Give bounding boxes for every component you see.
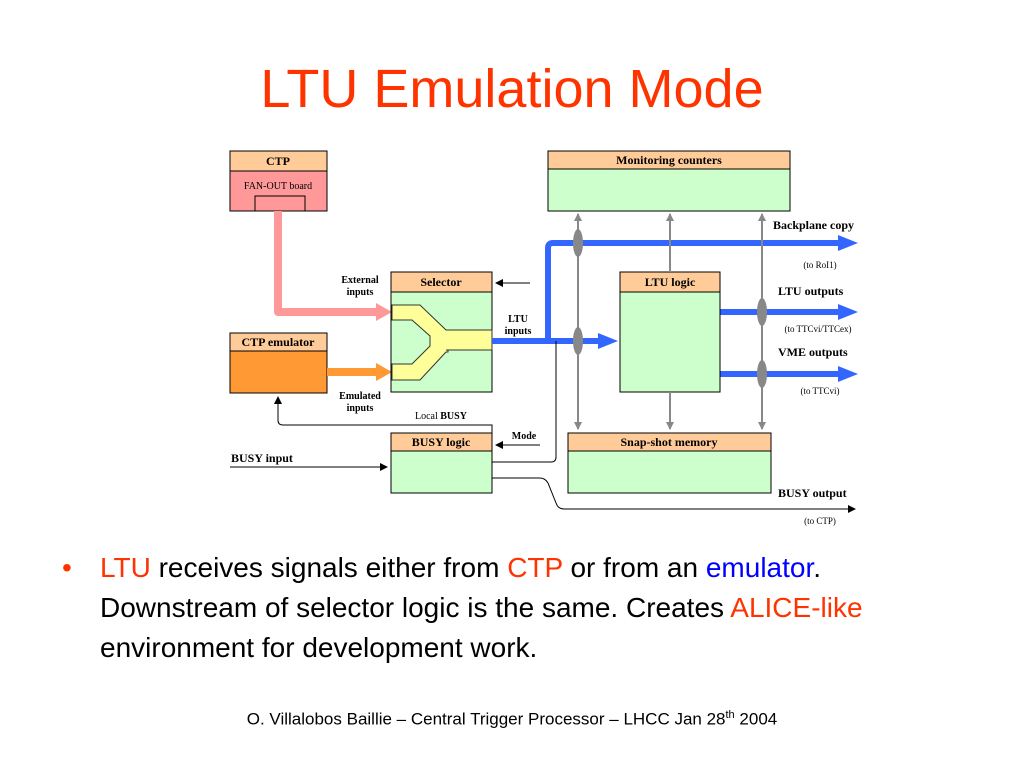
ltu-outputs-label: LTU outputs xyxy=(778,284,844,298)
ltu-inputs-label-1: LTU xyxy=(508,314,528,325)
to-ttcvi-label: (to TTCvi) xyxy=(800,386,839,396)
to-ttcvi-ttcex-label: (to TTCvi/TTCex) xyxy=(784,324,851,334)
vme-outputs-label: VME outputs xyxy=(778,345,848,359)
busy-output-line xyxy=(492,477,856,513)
selector-box: Selector xyxy=(390,271,493,393)
monitoring-counters-label: Monitoring counters xyxy=(616,153,722,167)
backplane-bus xyxy=(545,240,840,341)
to-ctp-label: (to CTP) xyxy=(804,516,836,526)
ltu-inputs-label-2: inputs xyxy=(505,326,532,337)
bullet-text: LTU receives signals either from CTP or … xyxy=(100,552,863,663)
busy-input-label: BUSY input xyxy=(231,451,293,465)
mode-label: Mode xyxy=(512,431,537,442)
footer: O. Villalobos Baillie – Central Trigger … xyxy=(246,709,778,729)
bullet-dot: • xyxy=(62,552,72,583)
ltu-logic-label: LTU logic xyxy=(645,275,696,289)
monitoring-counters-box: Monitoring counters xyxy=(547,150,791,212)
ltu-block-diagram: CTP FAN-OUT board CTP emulator External … xyxy=(229,150,858,526)
ctp-emulator-box: CTP emulator xyxy=(229,332,328,394)
fanout-label: FAN-OUT board xyxy=(244,181,312,192)
grey-taps xyxy=(573,213,767,430)
snapshot-memory-label: Snap-shot memory xyxy=(620,435,717,449)
local-busy-line xyxy=(492,341,557,463)
busy-output-label: BUSY output xyxy=(778,486,847,500)
busy-logic-label: BUSY logic xyxy=(412,435,471,449)
ctp-emulator-label: CTP emulator xyxy=(242,335,316,349)
ctp-to-selector-line xyxy=(274,211,376,316)
ctp-label: CTP xyxy=(266,154,290,168)
busy-logic-box: BUSY logic xyxy=(390,432,493,494)
selector-label: Selector xyxy=(420,275,462,289)
local-busy-label: Local BUSY xyxy=(415,411,468,422)
emulated-inputs-label-1: Emulated xyxy=(339,391,381,402)
emulated-inputs-label-2: inputs xyxy=(347,403,374,414)
backplane-copy-label: Backplane copy xyxy=(773,218,854,232)
snapshot-memory-box: Snap-shot memory xyxy=(567,432,772,494)
slide-title: LTU Emulation Mode xyxy=(260,59,764,119)
external-inputs-label-2: inputs xyxy=(347,287,374,298)
to-roi1-label: (to RoI1) xyxy=(803,260,836,270)
ltu-logic-box: LTU logic xyxy=(619,271,721,393)
external-inputs-label-1: External xyxy=(341,275,378,286)
ctp-box: CTP FAN-OUT board xyxy=(229,150,328,212)
